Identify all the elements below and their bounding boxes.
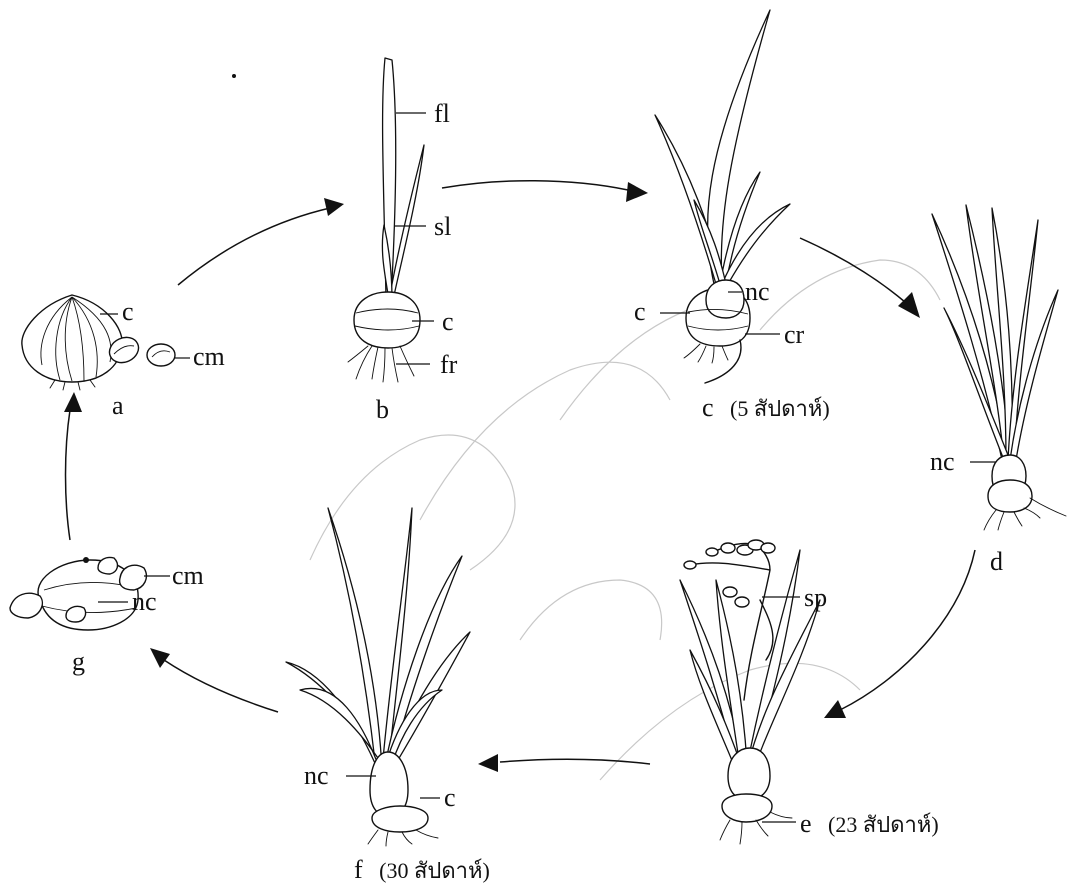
stage-c: nc c cr c (5 สัปดาห์) — [634, 10, 830, 422]
stage-e: sp e (23 สัปดาห์) — [680, 540, 939, 844]
corm-b — [354, 292, 420, 348]
arrow-c-to-d — [800, 238, 905, 302]
speck — [232, 74, 236, 78]
new-corm-c — [706, 280, 744, 318]
arrow-g-to-a — [66, 410, 71, 540]
part-label-corm-c: c — [634, 297, 646, 326]
leaf-f-1 — [328, 508, 382, 770]
stage-letter-c: c — [702, 393, 714, 422]
part-label-new-corm-f: nc — [304, 761, 329, 790]
new-corm-e — [728, 748, 770, 800]
arrow-e-to-f — [500, 759, 650, 764]
part-label-new-corm-c: nc — [745, 277, 770, 306]
flower-buds — [684, 540, 775, 607]
stage-letter-e: e — [800, 809, 812, 838]
stage-f: nc c f (30 สัปดาห์) — [286, 508, 490, 884]
stage-label-f: f (30 สัปดาห์) — [354, 855, 490, 884]
stage-label-d: d — [990, 547, 1003, 576]
stage-label-a: a — [112, 391, 124, 420]
arrow-b-to-c — [442, 181, 628, 190]
cormel-g-1 — [10, 593, 42, 618]
stage-label-c: c (5 สัปดาห์) — [702, 393, 830, 422]
part-label-corm-b: c — [442, 307, 454, 336]
stage-label-g: g — [72, 647, 85, 676]
cormel-2 — [147, 344, 175, 366]
stage-time-e: (23 สัปดาห์) — [828, 812, 939, 837]
part-label-cormel: cm — [193, 342, 225, 371]
part-label-second-leaf: sl — [434, 212, 451, 241]
leaf-c-1 — [708, 10, 770, 284]
stage-d: nc d — [930, 205, 1066, 576]
part-label-corm-f: c — [444, 783, 456, 812]
arrow-f-to-g — [164, 660, 278, 712]
part-label-fibrous-root: fr — [440, 350, 458, 379]
stage-label-b: b — [376, 395, 389, 424]
stage-a: c cm a — [22, 295, 225, 420]
stage-label-e: e (23 สัปดาห์) — [800, 809, 939, 838]
arrow-a-to-b — [178, 208, 330, 285]
stage-time-c: (5 สัปดาห์) — [730, 396, 830, 421]
corm-a — [22, 295, 122, 382]
stage-time-f: (30 สัปดาห์) — [379, 858, 490, 883]
part-label-contractile-root: cr — [784, 320, 805, 349]
cycle-arrows — [64, 181, 975, 772]
arrow-d-to-e — [840, 550, 975, 710]
part-label-cormel-g: cm — [172, 561, 204, 590]
part-label-new-corm-d: nc — [930, 447, 955, 476]
part-label-first-leaf: fl — [434, 99, 450, 128]
part-label-flower-spike: sp — [804, 583, 827, 612]
part-label-corm: c — [122, 297, 134, 326]
stage-b: fl sl c fr b — [348, 58, 458, 424]
part-label-new-corm-g: nc — [132, 587, 157, 616]
stage-g: cm nc g — [10, 557, 204, 676]
stage-letter-f: f — [354, 855, 363, 884]
